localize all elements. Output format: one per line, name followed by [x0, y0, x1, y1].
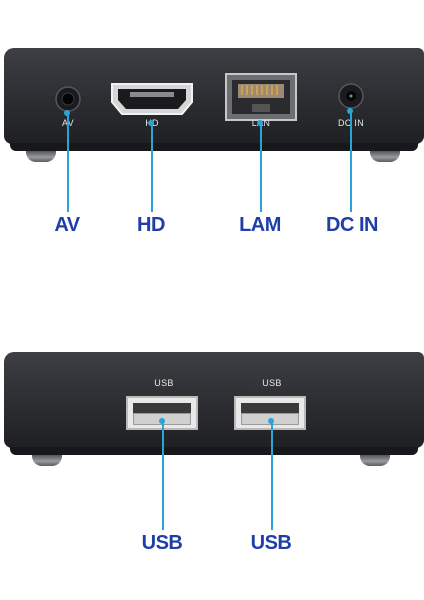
device-foot-left: [26, 150, 56, 162]
device-foot-left: [32, 454, 62, 466]
dc-callout-line: [350, 110, 352, 212]
ethernet-port-icon: [225, 73, 297, 121]
usb1-port-label: USB: [154, 378, 174, 388]
lan-callout-line: [260, 122, 262, 212]
usb2-port-label: USB: [262, 378, 282, 388]
lan-callout-label: LAM: [239, 214, 281, 236]
dc-power-jack-icon: [338, 83, 364, 109]
device-foot-right: [360, 454, 390, 466]
usb1-callout-label: USB: [141, 532, 183, 554]
usb2-callout-line: [271, 420, 273, 530]
av-jack-icon: [55, 86, 81, 112]
hd-callout-label: HD: [137, 214, 165, 236]
usb2-callout-label: USB: [250, 532, 292, 554]
device-rear-panel: AV HD LAN DC IN: [4, 48, 424, 162]
device-foot-right: [370, 150, 400, 162]
hd-callout-line: [151, 122, 153, 212]
av-callout-label: AV: [54, 214, 80, 236]
av-callout-line: [67, 112, 69, 212]
dc-callout-label: DC IN: [326, 214, 378, 236]
device-side-panel: USB USB: [4, 352, 424, 466]
hdmi-port-icon: [111, 83, 193, 115]
usb-port-icon: [234, 396, 306, 430]
usb1-callout-line: [162, 420, 164, 530]
